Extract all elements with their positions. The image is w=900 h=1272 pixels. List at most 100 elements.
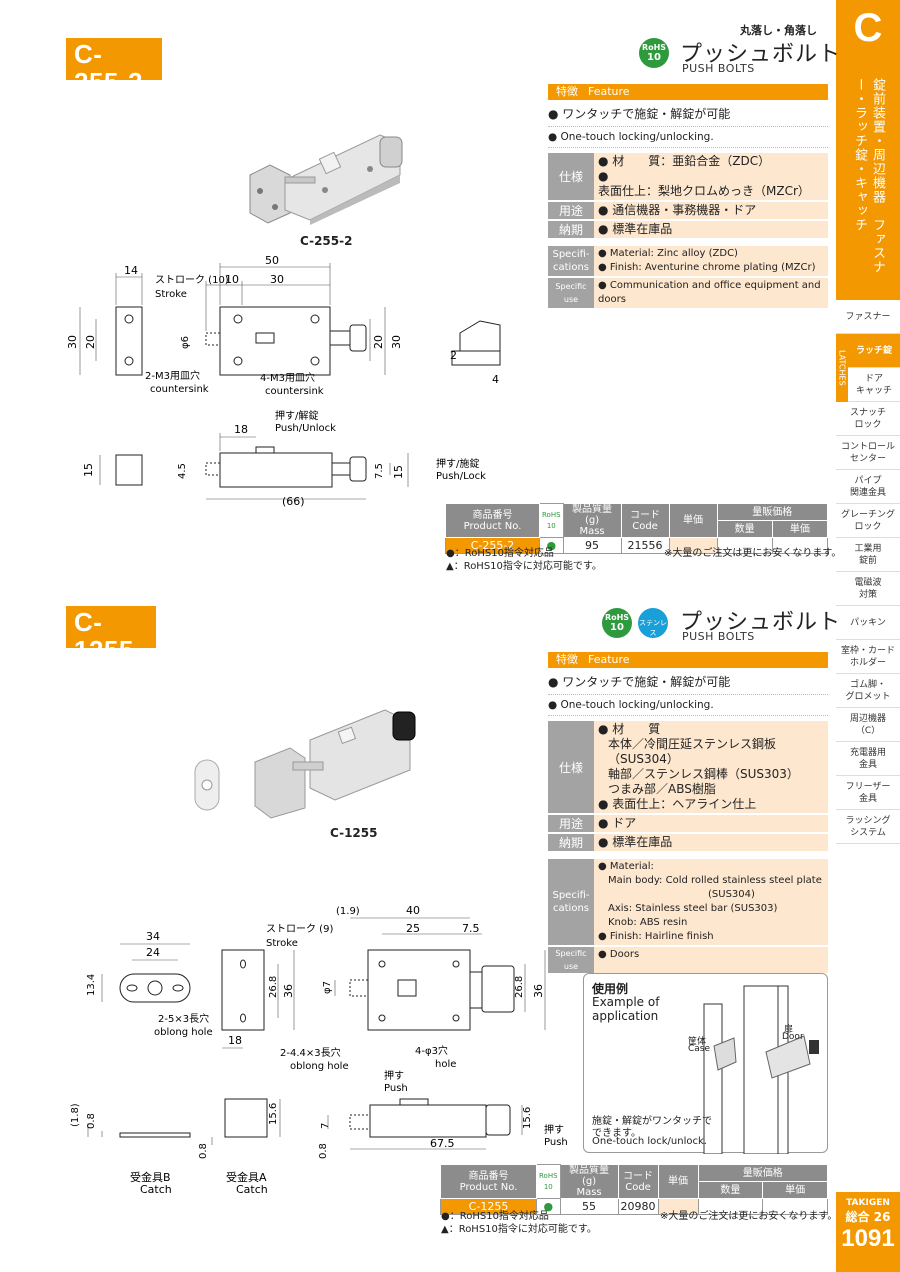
svg-text:34: 34 (146, 930, 160, 943)
svg-text:30: 30 (390, 335, 403, 349)
svg-text:10: 10 (225, 273, 239, 286)
product-photo-c1255 (194, 709, 416, 819)
svg-text:14: 14 (124, 264, 138, 277)
svg-text:oblong hole: oblong hole (290, 1061, 349, 1072)
page-number: 1091 (841, 1225, 895, 1252)
sidebar-item-emi[interactable]: 電磁波 対策 (836, 572, 900, 606)
svg-text:26.8: 26.8 (514, 976, 525, 998)
svg-text:67.5: 67.5 (430, 1137, 455, 1150)
note-rohs-available: ▲：RoHS10指令に対応可能です。 (441, 1224, 597, 1235)
spec-row-material: 仕様 ● 材 質：亜鉛合金（ZDC）● 表面仕上：梨地クロムめっき（MZCr） (548, 153, 828, 200)
svg-text:18: 18 (234, 423, 248, 436)
example-title-jp: 使用例 (592, 982, 629, 996)
svg-text:0.8: 0.8 (318, 1143, 329, 1159)
product-photo-c255-2 (249, 134, 403, 225)
sidebar-letter: C (853, 6, 883, 50)
sidebar-item-peripheral[interactable]: 周辺機器 （C） (836, 708, 900, 742)
sidebar-item-packing[interactable]: パッキン (836, 606, 900, 640)
sidebar-item-grating-lock[interactable]: グレーチング ロック (836, 504, 900, 538)
svg-text:4-M3用皿穴: 4-M3用皿穴 (260, 371, 315, 384)
feature-line-jp: ● ワンタッチで施錠・解錠が可能 (548, 675, 731, 689)
example-case-jp: 筐体 (688, 1037, 707, 1047)
catalog-number: 26 (873, 1210, 891, 1224)
spec-row-use: 用途 ● ドア (548, 815, 828, 832)
product-title-en: PUSH BOLTS (682, 62, 755, 75)
product-code: C-1255 (74, 607, 134, 665)
feature-line-en: ● One-touch locking/unlocking. (548, 699, 714, 711)
brand-name: TAKIGEN (846, 1198, 890, 1208)
note-rohs-available: ▲：RoHS10指令に対応可能です。 (446, 561, 602, 572)
svg-text:Push/Lock: Push/Lock (436, 471, 486, 482)
catalog-label: 総合 (845, 1210, 870, 1224)
example-note-jp2: できます。 (592, 1128, 641, 1139)
svg-text:30: 30 (66, 335, 79, 349)
svg-text:20: 20 (372, 335, 385, 349)
sidebar-item-industrial-lock[interactable]: 工業用 錠前 (836, 538, 900, 572)
svg-text:Catch: Catch (140, 1183, 172, 1196)
svg-text:Push: Push (384, 1083, 408, 1094)
sidebar-item-pipe[interactable]: パイプ 関連金具 (836, 470, 900, 504)
svg-text:(66): (66) (282, 495, 305, 508)
svg-text:15: 15 (82, 463, 95, 477)
product-material-sub: 亜鉛合金製 (74, 96, 114, 105)
note-rohs-compliant: ●：RoHS10指令対応品 (446, 548, 554, 559)
svg-text:25: 25 (406, 922, 420, 935)
product-material-sub: ステンレス製 (74, 664, 122, 673)
svg-text:hole: hole (435, 1059, 456, 1070)
spec-row-en-material: Specifi- cations ● Material: Main body: … (548, 859, 828, 945)
example-note-jp1: 施錠・解錠がワンタッチで (592, 1116, 712, 1127)
sidebar-item-snatch-lock[interactable]: スナッチ ロック (836, 402, 900, 436)
sidebar-item-freezer[interactable]: フリーザー 金具 (836, 776, 900, 810)
example-title-en2: application (592, 1009, 659, 1023)
drawing-c1255-side: (1.8) 0.8 15.6 0.8 押す Push 7 0.8 67.5 15… (70, 1069, 568, 1196)
svg-text:countersink: countersink (265, 386, 324, 397)
svg-text:7.5: 7.5 (462, 922, 480, 935)
sidebar-item-door-catch[interactable]: ドア キャッチ (848, 368, 900, 402)
svg-text:15.6: 15.6 (268, 1103, 279, 1125)
sidebar-item-charger[interactable]: 充電器用 金具 (836, 742, 900, 776)
svg-text:2-4.4×3長穴: 2-4.4×3長穴 (280, 1046, 341, 1059)
svg-text:Stroke: Stroke (155, 289, 187, 300)
product-title-jp: プッシュボルト (680, 610, 842, 635)
sidebar-item-rubber-foot[interactable]: ゴム脚・ グロメット (836, 674, 900, 708)
sidebar-item-card-holder[interactable]: 室枠・カード ホルダー (836, 640, 900, 674)
svg-text:24: 24 (146, 946, 160, 959)
svg-text:2: 2 (450, 349, 457, 362)
svg-text:15.6: 15.6 (522, 1107, 533, 1129)
sidebar-page-footer: TAKIGEN 総合 26 1091 (836, 1192, 900, 1272)
spec-row-delivery: 納期 ● 標準在庫品 (548, 221, 828, 238)
spec-row-material: 仕様 ● 材 質 本体／冷間圧延ステンレス鋼板（SUS304） 軸部／ステンレス… (548, 721, 828, 813)
svg-text:36: 36 (532, 984, 545, 998)
feature-line-jp: ● ワンタッチで施錠・解錠が可能 (548, 107, 731, 121)
feature-line-en: ● One-touch locking/unlocking. (548, 131, 714, 143)
product-title-en: PUSH BOLTS (682, 630, 755, 643)
svg-text:7: 7 (320, 1123, 331, 1129)
sidebar-nav: ファスナー LATCHES ラッチ錠 ドア キャッチ スナッチ ロック コントロ… (836, 300, 900, 844)
note-bulk-discount: ※大量のご注文は更にお安くなります。 (664, 548, 842, 559)
spec-row-en-use: Specific use ● Doors (548, 947, 828, 973)
sidebar-item-fastener[interactable]: ファスナー (836, 300, 900, 334)
example-box: 使用例 Example of application 筐体 Case 扉 Doo… (583, 973, 828, 1154)
svg-text:押す: 押す (384, 1069, 404, 1082)
svg-text:Catch: Catch (236, 1183, 268, 1196)
sidebar-category-tab: C 錠前装置・周辺機器 ファスナー・ラッチ錠・キャッチ (836, 0, 900, 300)
svg-text:Push: Push (544, 1137, 568, 1148)
svg-text:countersink: countersink (150, 384, 209, 395)
svg-text:4.5: 4.5 (177, 463, 188, 479)
drawing-c255-2-front: 14 50 ストローク (10) Stroke 10 30 30 20 φ6 2… (66, 255, 501, 397)
drawing-c255-2-side: 18 押す/解錠 Push/Unlock 15 4.5 (66) 7.5 15 … (82, 409, 486, 508)
sidebar-item-control-center[interactable]: コントロール センター (836, 436, 900, 470)
svg-text:押す/解錠: 押す/解錠 (275, 409, 318, 422)
svg-text:50: 50 (265, 255, 279, 267)
svg-text:2-M3用皿穴: 2-M3用皿穴 (145, 369, 200, 382)
svg-text:Stroke: Stroke (266, 938, 298, 949)
sidebar-item-latch[interactable]: ラッチ錠 (848, 334, 900, 368)
product-title-jp: プッシュボルト (680, 42, 842, 67)
sidebar-item-lashing[interactable]: ラッシング システム (836, 810, 900, 844)
